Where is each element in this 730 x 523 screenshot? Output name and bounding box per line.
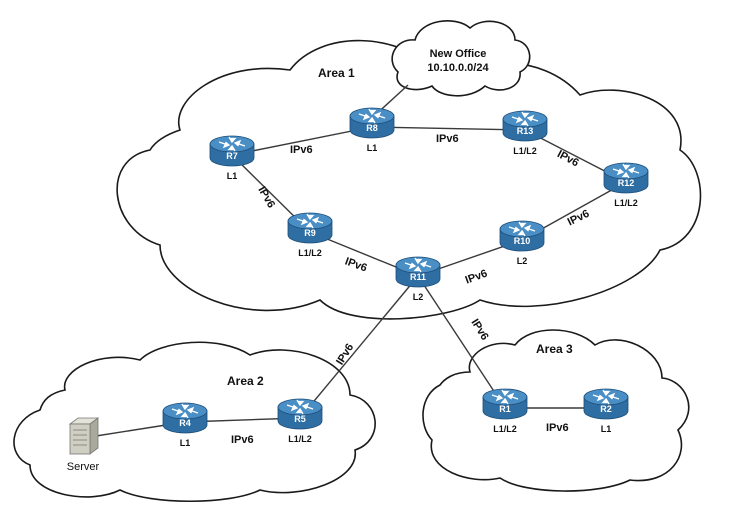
router-icon (277, 398, 323, 430)
router-icon (287, 212, 333, 244)
router-icon (162, 402, 208, 434)
router-name-label: R2 (600, 404, 612, 414)
router-icon (502, 110, 548, 142)
router-layer: R7L1R8L1R13L1/L2R12L1/L2R9L1/L2R10L2R11L… (162, 107, 649, 448)
router-level-label: L1 (180, 438, 191, 448)
router-level-label: L1/L2 (298, 248, 322, 258)
router-name-label: R10 (514, 236, 531, 246)
server-label: Server (67, 461, 100, 473)
link-label-r11-r1: IPv6 (468, 317, 490, 343)
router-name-label: R11 (410, 272, 426, 282)
router-level-label: L1/L2 (513, 146, 537, 156)
office-subnet: 10.10.0.0/24 (427, 62, 489, 74)
router-name-label: R4 (179, 418, 191, 428)
link-r11-r1 (417, 275, 506, 409)
link-label-r8-r13: IPv6 (436, 133, 459, 145)
router-name-label: R5 (294, 414, 306, 424)
area3-cloud (422, 329, 690, 492)
router-level-label: L2 (413, 292, 424, 302)
router-name-label: R12 (618, 178, 635, 188)
router-level-label: L1 (367, 143, 378, 153)
router-icon (482, 388, 528, 420)
router-name-label: R8 (366, 123, 378, 133)
server-icon (68, 417, 100, 455)
router-level-label: L1/L2 (288, 434, 312, 444)
area2-label: Area 2 (227, 374, 264, 388)
router-icon (499, 220, 545, 252)
office-title: New Office (430, 48, 487, 60)
link-label-r7-r8: IPv6 (290, 144, 313, 156)
area3-label: Area 3 (536, 342, 573, 356)
router-level-label: L1/L2 (614, 198, 638, 208)
router-icon (349, 107, 395, 139)
router-icon (395, 256, 441, 288)
area1-label: Area 1 (318, 66, 355, 80)
router-name-label: R7 (226, 151, 238, 161)
link-label-r1-r2: IPv6 (546, 422, 569, 434)
router-icon (583, 388, 629, 420)
router-name-label: R1 (499, 404, 511, 414)
link-r8-r13 (371, 126, 526, 131)
link-r7-r8 (231, 126, 373, 156)
router-icon (209, 135, 255, 167)
router-level-label: L1 (601, 424, 612, 434)
router-level-label: L2 (517, 256, 528, 266)
link-label-r4-r5: IPv6 (231, 434, 254, 446)
router-level-label: L1/L2 (493, 424, 517, 434)
area1-cloud (116, 39, 702, 320)
router-name-label: R13 (517, 126, 534, 136)
new-office-cloud (391, 20, 531, 97)
router-name-label: R9 (304, 228, 316, 238)
link-r11-r5 (299, 275, 419, 419)
router-level-label: L1 (227, 171, 238, 181)
router-icon (603, 162, 649, 194)
